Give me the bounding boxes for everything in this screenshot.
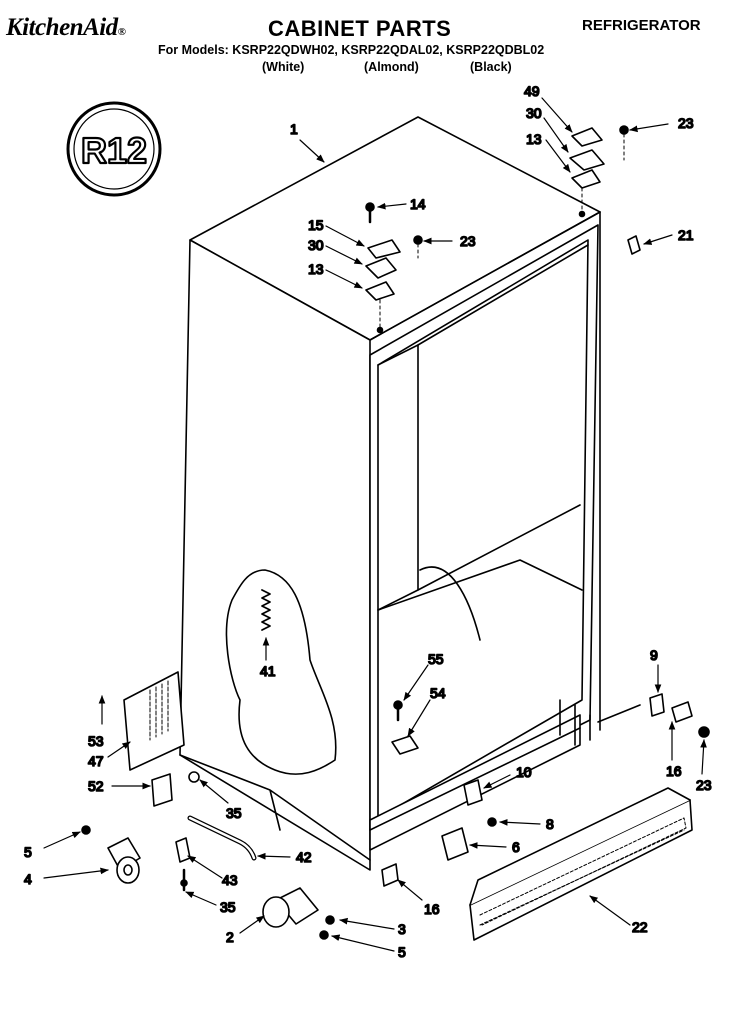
- right-bracket-parts: [597, 693, 710, 738]
- part-label: 3: [398, 921, 406, 937]
- left-hinge-assembly: [365, 202, 423, 334]
- part-10-block: [463, 779, 483, 806]
- part-label: 9: [650, 647, 658, 663]
- part-label: 35: [220, 899, 236, 915]
- color-white: (White): [262, 60, 305, 74]
- part-label: 13: [526, 131, 542, 147]
- side-cutout: [225, 569, 337, 775]
- part-label: 16: [424, 901, 440, 917]
- part-label: 23: [678, 115, 694, 131]
- part-label: 15: [308, 217, 324, 233]
- rear-vent-panel: [123, 671, 185, 771]
- part-label: 42: [296, 849, 312, 865]
- part-label: 6: [512, 839, 520, 855]
- badge-text: R12: [81, 130, 147, 171]
- part-label: 23: [460, 233, 476, 249]
- part-label: 2: [226, 929, 234, 945]
- cabinet-shell: [179, 116, 601, 871]
- part-label: 13: [308, 261, 324, 277]
- part-label: 49: [524, 83, 540, 99]
- part-label: 43: [222, 872, 238, 888]
- spring-part-41: [261, 589, 271, 631]
- toe-grille-22: [469, 787, 693, 941]
- lower-hinge-parts: [391, 700, 419, 755]
- part-label: 14: [410, 196, 426, 212]
- part-label: 4: [24, 871, 32, 887]
- part-label: 30: [526, 105, 542, 121]
- part-labels: 1 49 23 30 13 14 15 23 30 13 21 41 55 54…: [23, 82, 712, 961]
- bracket-52: [151, 771, 200, 892]
- part-label: 54: [430, 685, 446, 701]
- part-label: 41: [260, 663, 276, 679]
- part-label: 1: [290, 121, 298, 137]
- part-label: 21: [678, 227, 694, 243]
- part-label: 23: [696, 777, 712, 793]
- r12-refrigerant-badge: R12: [66, 101, 162, 197]
- caster-part-4: [81, 825, 141, 884]
- part-label: 52: [88, 778, 104, 794]
- roller-part-2: [262, 887, 335, 940]
- color-almond: (Almond): [364, 60, 419, 74]
- part-label: 47: [88, 753, 104, 769]
- part-label: 35: [226, 805, 242, 821]
- part-label: 30: [308, 237, 324, 253]
- lower-clips: [381, 817, 497, 887]
- diagram-title: CABINET PARTS: [268, 16, 452, 41]
- part-label: 16: [666, 763, 682, 779]
- color-black: (Black): [470, 60, 512, 74]
- kitchenaid-logo: KitchenAid®: [6, 14, 126, 41]
- drain-tube-42: [175, 815, 257, 863]
- part-label: 5: [24, 844, 32, 860]
- part-label: 22: [632, 919, 648, 935]
- part-label: 53: [88, 733, 104, 749]
- right-hinge-assembly: [569, 125, 641, 255]
- leader-lines: [43, 97, 707, 952]
- part-label: 55: [428, 651, 444, 667]
- part-label: 8: [546, 816, 554, 832]
- model-list: For Models: KSRP22QDWH02, KSRP22QDAL02, …: [158, 43, 545, 57]
- part-label: 5: [398, 944, 406, 960]
- part-label: 10: [516, 764, 532, 780]
- product-category: REFRIGERATOR: [582, 17, 701, 34]
